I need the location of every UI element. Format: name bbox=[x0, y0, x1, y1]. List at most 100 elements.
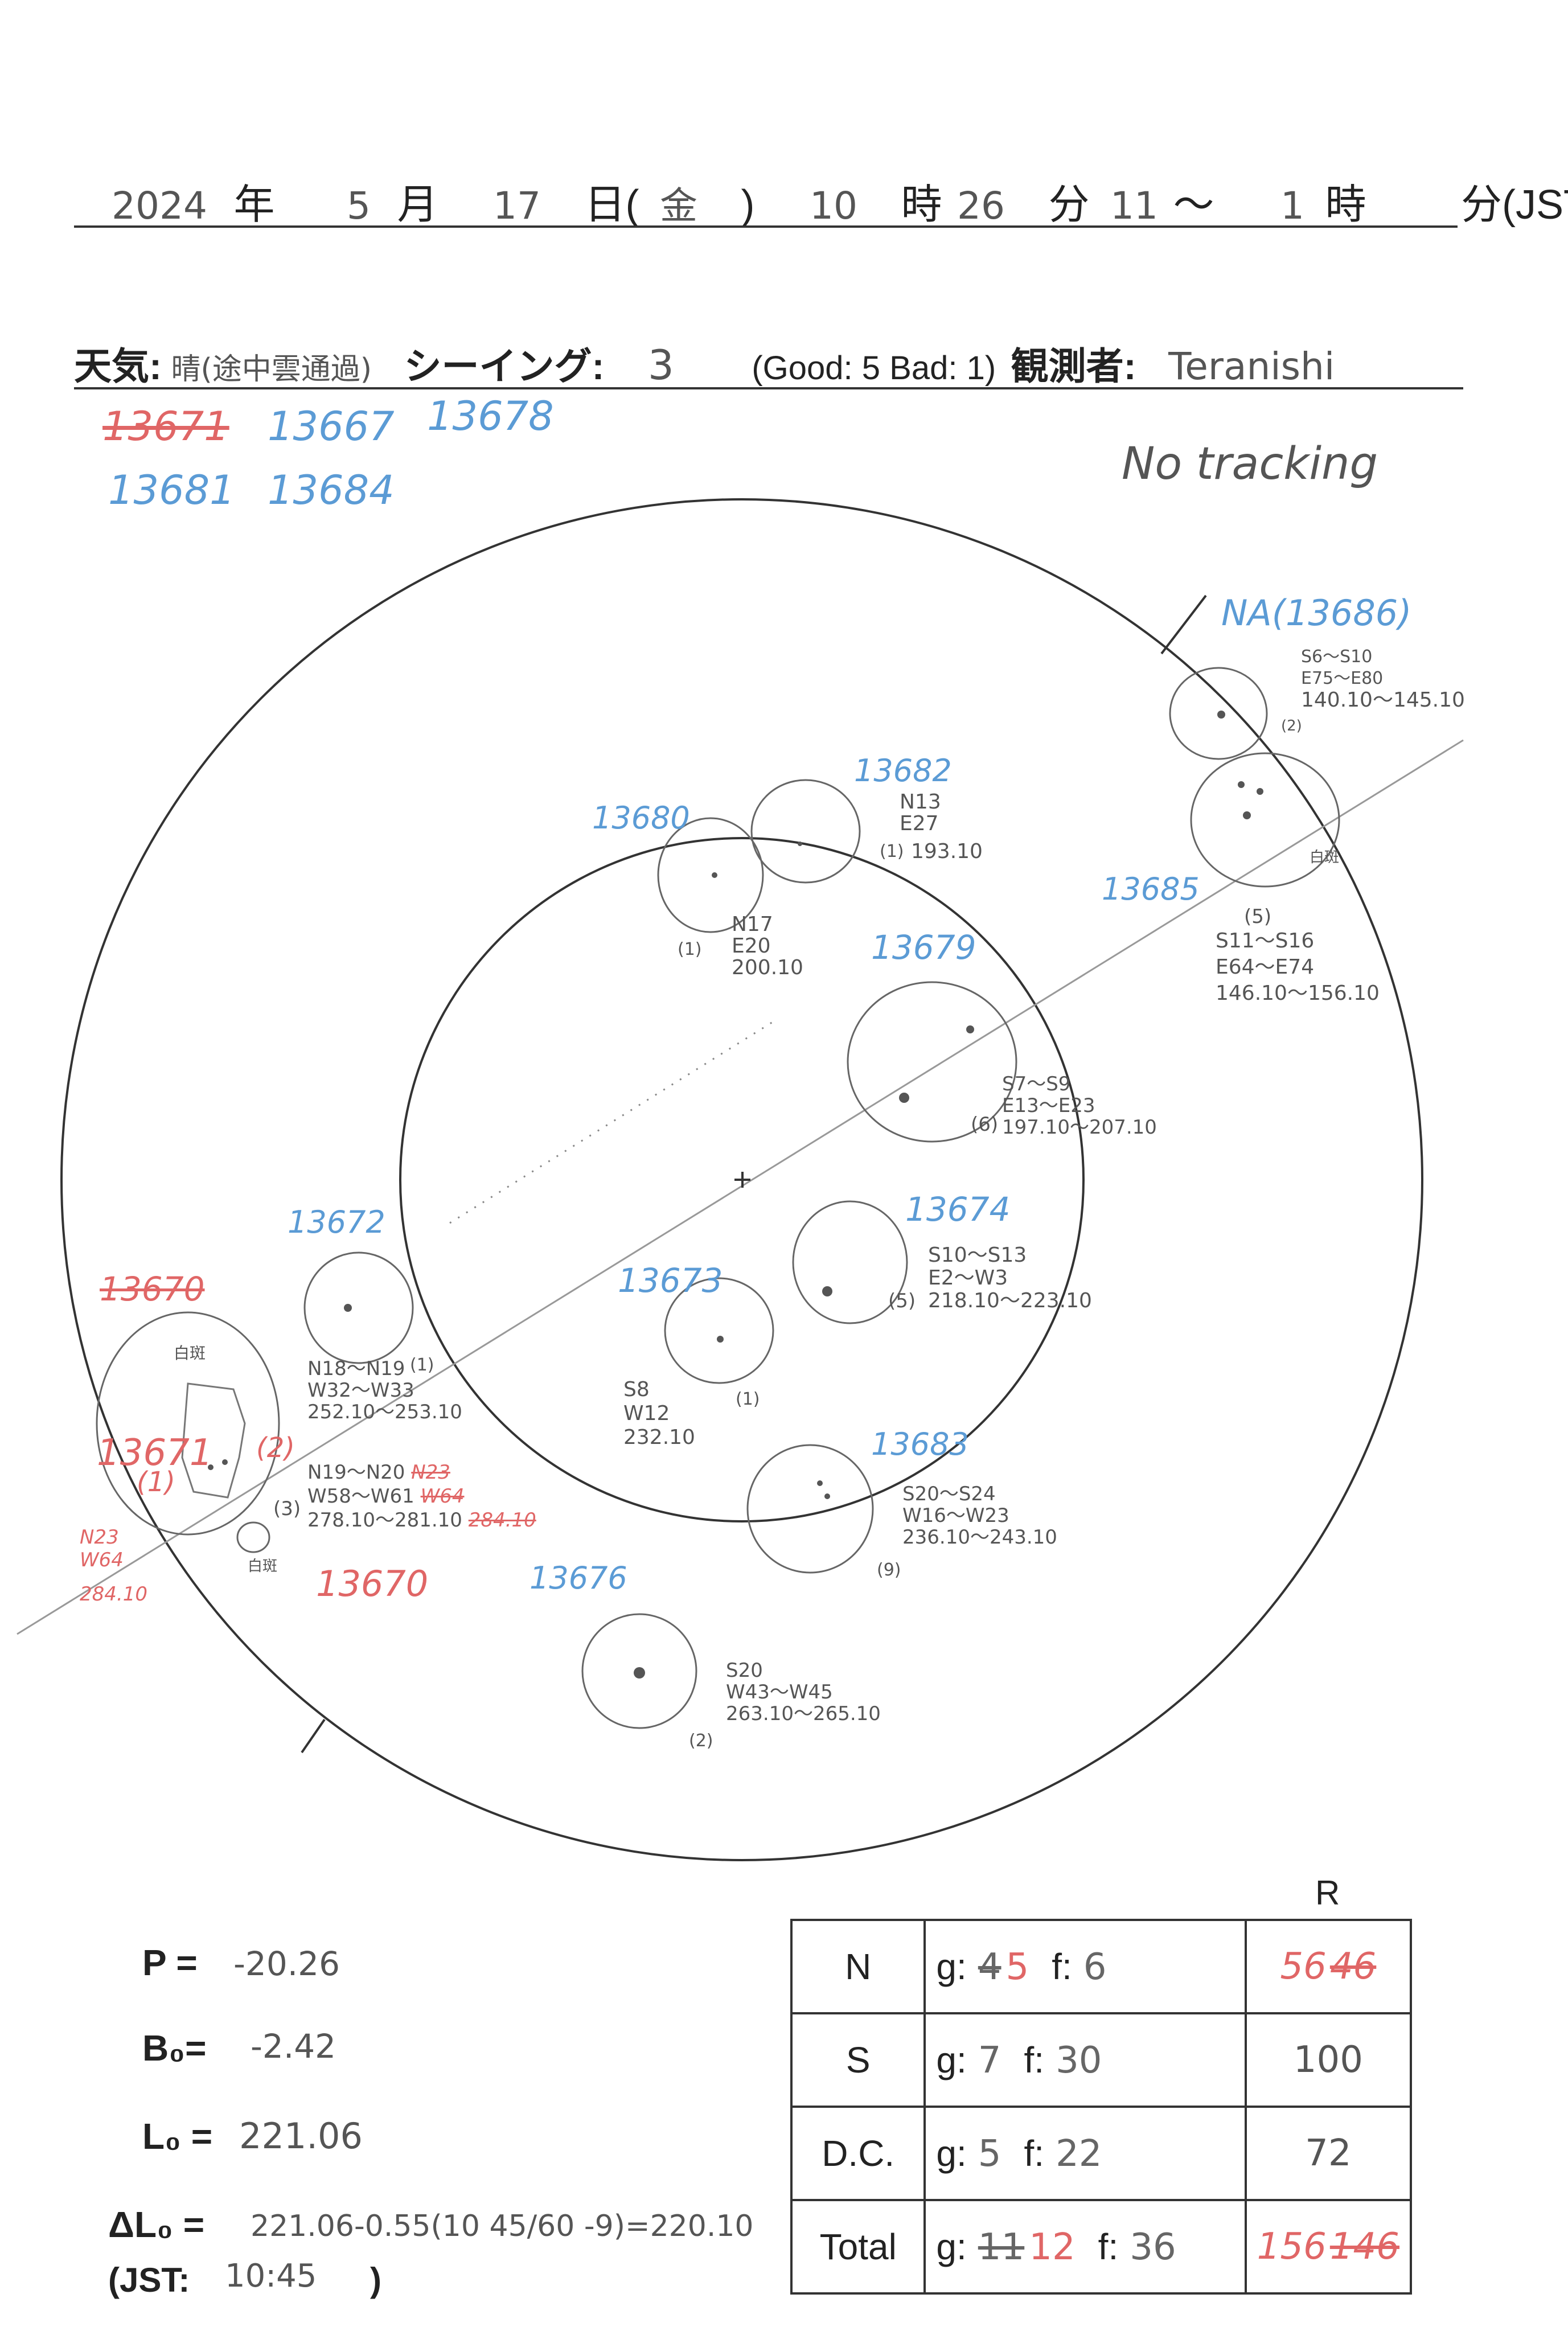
year-value: 2024 bbox=[112, 184, 207, 228]
count-13679: (6) bbox=[971, 1113, 999, 1136]
g-value: 5 bbox=[1005, 1946, 1029, 1988]
f-label: f: bbox=[1052, 1946, 1072, 1987]
region-list-item: 13678 bbox=[427, 393, 554, 440]
lat-13676: S20 bbox=[726, 1659, 763, 1682]
count-13685: (5) bbox=[1244, 905, 1272, 928]
spot-circle-13673 bbox=[664, 1277, 774, 1384]
info-13673: S8 W12 232.10 bbox=[623, 1378, 695, 1450]
gf-cell: g: 7 f: 30 bbox=[923, 2012, 1247, 2108]
note-13685: 白斑 bbox=[1310, 849, 1340, 866]
carr-13672: 252.10〜253.10 bbox=[307, 1401, 462, 1423]
count-13682: (1) bbox=[880, 842, 904, 861]
b0-label: B₀= bbox=[142, 2028, 207, 2069]
spot-dot bbox=[1243, 811, 1251, 819]
spot-circle-13679 bbox=[847, 981, 1017, 1143]
count-13680: (1) bbox=[678, 939, 702, 959]
count-13672: (1) bbox=[410, 1355, 434, 1375]
lat-13685: S11〜S16 bbox=[1216, 929, 1315, 953]
lon-13676: W43〜W45 bbox=[726, 1681, 833, 1704]
year-unit: 年 bbox=[233, 182, 275, 228]
spot-dot bbox=[634, 1667, 645, 1679]
label-13680: 13680 bbox=[592, 800, 690, 836]
r-value: 156 bbox=[1257, 2226, 1327, 2268]
g-value: 7 bbox=[978, 2039, 1001, 2082]
day-unit: 日( bbox=[584, 182, 639, 228]
spot-dot bbox=[798, 842, 802, 846]
label-13673: 13673 bbox=[618, 1261, 723, 1300]
dl0-value: 221.06-0.55(10 45/60 -9)=220.10 bbox=[251, 2209, 754, 2243]
label-13682: 13682 bbox=[854, 753, 952, 789]
f-value: 36 bbox=[1130, 2226, 1176, 2268]
lat-13673: S8 bbox=[623, 1378, 650, 1401]
spot-circle-13670 bbox=[96, 1311, 280, 1536]
spot-circle-13686 bbox=[1169, 667, 1268, 760]
spot-circle-small bbox=[236, 1521, 270, 1553]
lat-13683: S20〜S24 bbox=[902, 1483, 996, 1505]
label-13679: 13679 bbox=[871, 928, 976, 967]
lon-13686: E75〜E80 bbox=[1301, 668, 1384, 688]
label-13676: 13676 bbox=[529, 1560, 627, 1596]
weekday-value: 金 bbox=[659, 184, 697, 228]
spot-dot bbox=[966, 1025, 974, 1033]
spot-dot bbox=[1217, 711, 1225, 719]
weather-label: 天気: bbox=[74, 345, 162, 387]
hour-unit: 時 bbox=[901, 182, 942, 228]
dl0-label: ΔL₀ = bbox=[108, 2204, 205, 2245]
carr-13685: 146.10〜156.10 bbox=[1216, 982, 1380, 1005]
spot-dot bbox=[344, 1304, 352, 1312]
carr-13683: 236.10〜243.10 bbox=[902, 1526, 1057, 1549]
lon-13682: E27 bbox=[900, 812, 939, 835]
spot-circle-13682 bbox=[750, 779, 861, 884]
header-underline-2 bbox=[74, 387, 1463, 389]
r-value: 100 bbox=[1244, 2012, 1413, 2108]
g-label: g: bbox=[936, 1946, 967, 1987]
p-label: P = bbox=[142, 1942, 198, 1983]
region-list-item: 13667 bbox=[268, 403, 395, 450]
rim-tick-bottom bbox=[301, 1718, 326, 1754]
red-count-2: (2) bbox=[256, 1432, 295, 1464]
carr-13673: 232.10 bbox=[623, 1426, 695, 1449]
small-white-spot: 白斑 bbox=[248, 1558, 278, 1575]
info-13672: N18〜N19 W32〜W33 252.10〜253.10 bbox=[307, 1358, 462, 1423]
inner-disk-circle bbox=[399, 837, 1085, 1522]
spot-circle-13676 bbox=[581, 1613, 697, 1729]
row-label: D.C. bbox=[790, 2106, 926, 2201]
lon-13683: W16〜W23 bbox=[902, 1504, 1009, 1527]
r-struck: 46 bbox=[1329, 1946, 1377, 1988]
g-label: g: bbox=[936, 2039, 967, 2080]
count-13686: (2) bbox=[1281, 717, 1302, 734]
spot-dot bbox=[899, 1093, 909, 1103]
spot-dot bbox=[1238, 781, 1245, 788]
r-value: 56 bbox=[1280, 1946, 1327, 1988]
carr-13679: 197.10〜207.10 bbox=[1002, 1116, 1157, 1139]
date-time-row: 2024 年 5 月 17 日( 金 ) 10 時 26 分 11 〜 1 時 … bbox=[112, 171, 1568, 231]
f-value: 30 bbox=[1056, 2039, 1102, 2082]
info-13683: S20〜S24 W16〜W23 236.10〜243.10 bbox=[902, 1483, 1057, 1548]
info-13679: S7〜S9 E13〜E23 197.10〜207.10 bbox=[1002, 1073, 1157, 1138]
spot-dot bbox=[824, 1493, 830, 1499]
f-label: f: bbox=[1024, 2039, 1045, 2080]
lon-13674: E2〜W3 bbox=[928, 1266, 1008, 1290]
minute-start: 26 bbox=[957, 184, 1005, 228]
hour-end: 1 bbox=[1280, 184, 1304, 228]
spot-dot bbox=[717, 1336, 724, 1343]
spot-circle-13685 bbox=[1190, 752, 1340, 888]
seeing-label: シーイング: bbox=[404, 345, 605, 387]
lat-13686: S6〜S10 bbox=[1301, 647, 1373, 667]
label-13685: 13685 bbox=[1102, 871, 1200, 907]
g-value: 12 bbox=[1029, 2226, 1076, 2268]
observer-value: Teranishi bbox=[1168, 344, 1335, 388]
lat-13679: S7〜S9 bbox=[1002, 1073, 1071, 1095]
carr-13680: 200.10 bbox=[732, 956, 803, 979]
red-lat: N23 bbox=[80, 1526, 119, 1549]
l0-label: L₀ = bbox=[142, 2116, 213, 2157]
minute-unit: 分 bbox=[1048, 182, 1090, 228]
row-label: N bbox=[790, 1919, 926, 2014]
f-label: f: bbox=[1098, 2226, 1119, 2267]
lat-13674: S10〜S13 bbox=[928, 1244, 1027, 1267]
weather-row: 天気: 晴(途中雲通過) シーイング: 3 (Good: 5 Bad: 1) 観… bbox=[74, 336, 1335, 391]
outer-disk-circle bbox=[60, 498, 1423, 1861]
